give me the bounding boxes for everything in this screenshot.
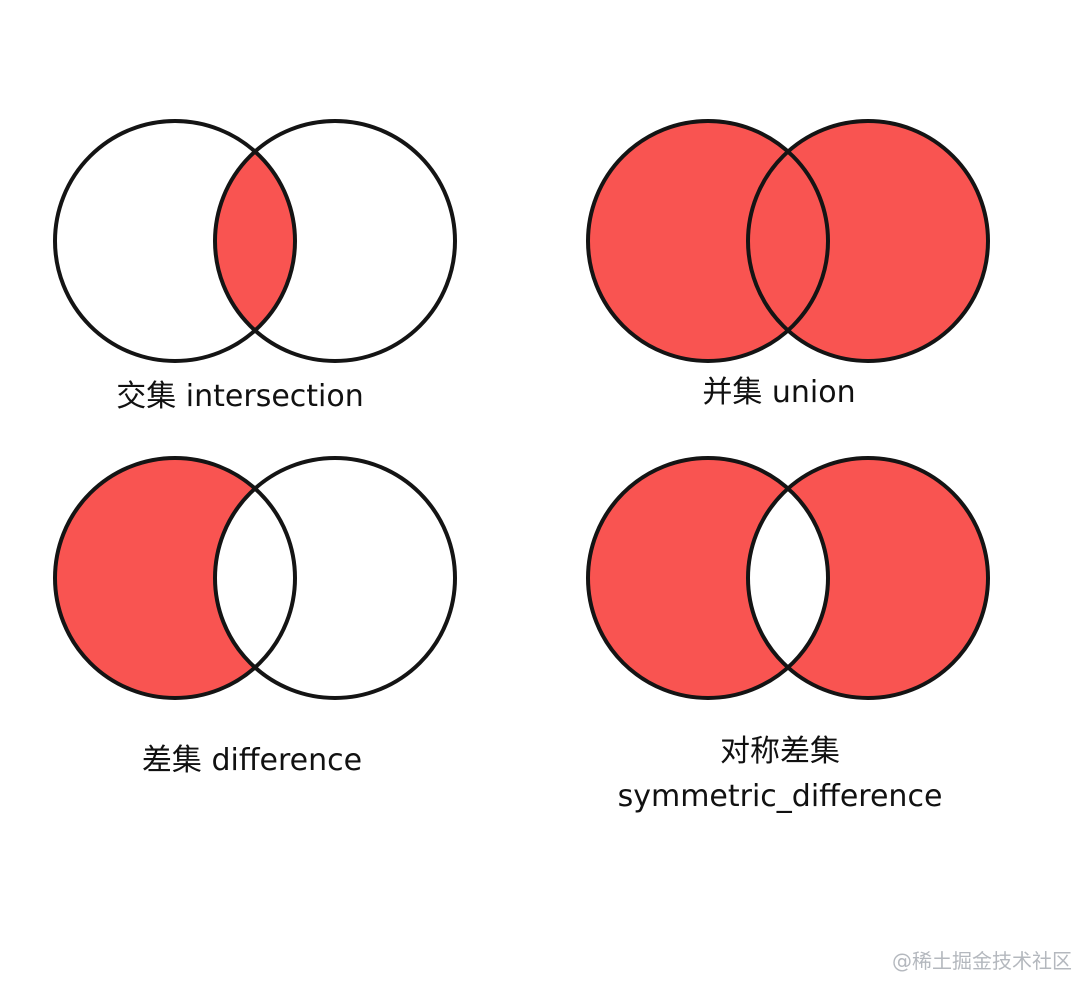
overlap-unshaded-region	[748, 458, 828, 698]
difference-venn	[52, 456, 458, 700]
set-a-circle-outline	[52, 456, 298, 700]
intersection-label: 交集 intersection	[116, 379, 364, 414]
union-venn	[585, 119, 991, 363]
set-a-circle-outline	[585, 119, 831, 363]
set-b-shaded-region	[748, 121, 988, 361]
intersection-shaded-region	[215, 121, 295, 361]
set-b-circle-outline	[212, 119, 458, 363]
set-a-circle-outline	[52, 119, 298, 363]
difference-label: 差集 difference	[141, 743, 363, 778]
set-b-circle-outline	[212, 456, 458, 700]
symmetric-difference-venn	[585, 456, 991, 700]
set-b-circle-outline	[745, 456, 991, 700]
union-label: 并集 union	[702, 375, 856, 410]
symmetric-difference-label-line2: symmetric_difference	[617, 779, 943, 814]
watermark: @稀土掘金技术社区	[892, 949, 1072, 973]
symmetric-difference-label-line1: 对称差集	[720, 734, 840, 769]
overlap-unshaded-region	[215, 458, 295, 698]
set-a-circle-outline	[585, 456, 831, 700]
intersection-venn	[52, 119, 458, 363]
set-b-circle-outline	[745, 119, 991, 363]
